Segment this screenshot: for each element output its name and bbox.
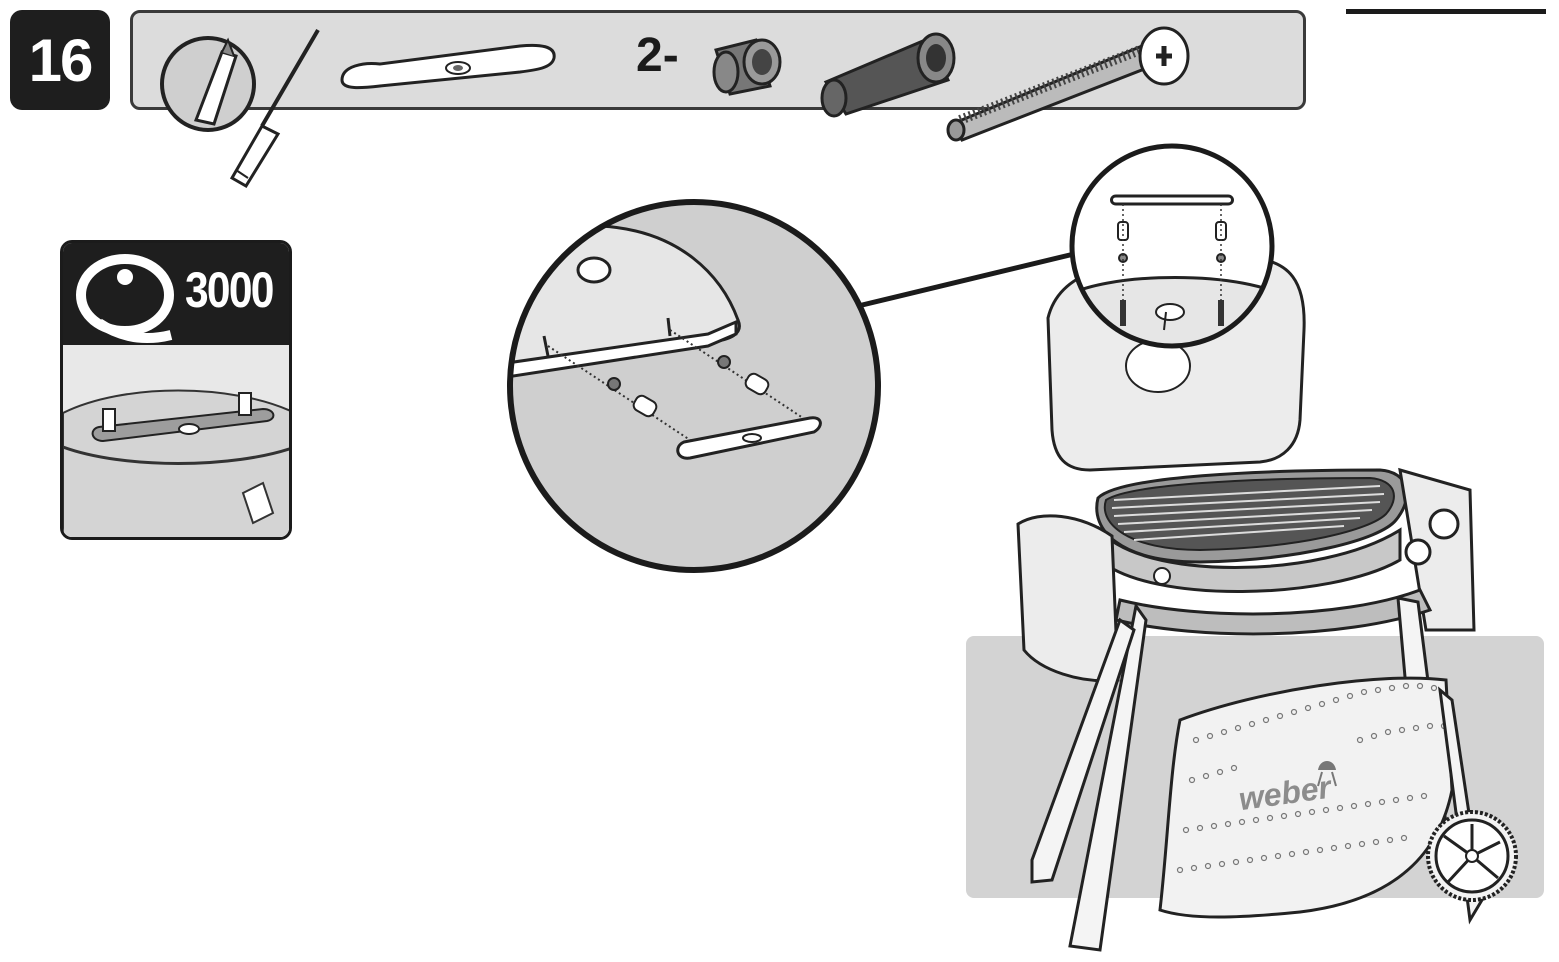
- lid-detail-magnifier: [1069, 143, 1275, 349]
- model-badge-art: [63, 254, 289, 537]
- bolt-icon: [946, 26, 1190, 142]
- page-corner-rule: [1346, 9, 1546, 14]
- spacer-small-icon: [712, 38, 782, 96]
- handle-icon: [340, 43, 556, 90]
- spacer-long-icon: [820, 32, 956, 118]
- quantity-label: 2-: [636, 29, 679, 82]
- model-number: 3000: [185, 262, 274, 318]
- detail-magnifier: [507, 199, 881, 573]
- step-number: 16: [10, 10, 110, 110]
- screwdriver-icon: [160, 28, 320, 189]
- model-badge: 3000: [60, 240, 292, 540]
- wheel-icon: [1426, 810, 1518, 902]
- weber-kettle-icon: [1317, 761, 1337, 787]
- q-logo-icon: [76, 254, 174, 344]
- grill-illustration: [1016, 256, 1518, 952]
- callout-connector: [857, 251, 1075, 309]
